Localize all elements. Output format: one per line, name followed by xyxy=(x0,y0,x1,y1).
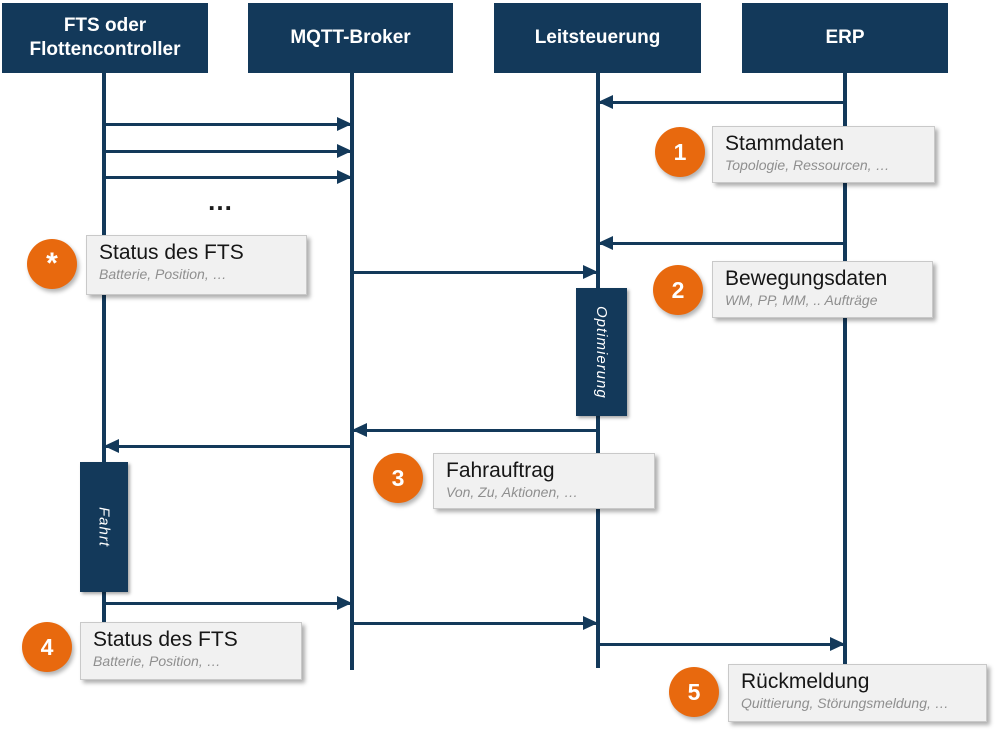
badge-asterisk: * xyxy=(27,239,77,289)
lifeline-fts xyxy=(102,73,106,650)
note-subtitle: Topologie, Ressourcen, … xyxy=(725,157,890,174)
badge-label: 1 xyxy=(673,138,687,165)
badge-label: 4 xyxy=(40,633,54,660)
note-stammdaten: Stammdaten Topologie, Ressourcen, … xyxy=(712,126,935,183)
activation-fahrt: Fahrt xyxy=(80,462,128,592)
arrow-mqtt-to-leitsteuerung-status-4 xyxy=(352,616,598,630)
note-title: Bewegungsdaten xyxy=(725,267,888,290)
activation-optimierung: Optimierung xyxy=(576,288,627,416)
activation-label: Fahrt xyxy=(95,506,113,547)
arrow-fts-to-mqtt-status-1 xyxy=(104,117,352,131)
arrow-leitsteuerung-to-erp-rueckmeldung xyxy=(598,637,845,651)
actor-label: Leitsteuerung xyxy=(534,27,661,49)
actor-label: FTS oder Flottencontroller xyxy=(29,15,181,60)
actor-mqtt-broker: MQTT-Broker xyxy=(248,3,453,73)
arrow-mqtt-to-leitsteuerung-status xyxy=(352,265,598,279)
badge-label: 2 xyxy=(671,276,685,303)
badge-1: 1 xyxy=(655,127,705,177)
arrow-erp-to-leitsteuerung-stammdaten xyxy=(598,95,845,109)
activation-label: Optimierung xyxy=(593,305,610,399)
note-subtitle: Von, Zu, Aktionen, … xyxy=(446,484,579,501)
note-status-des-fts-repeat: Status des FTS Batterie, Position, … xyxy=(86,235,307,295)
note-subtitle: WM, PP, MM, .. Aufträge xyxy=(725,292,878,309)
actor-label: MQTT-Broker xyxy=(290,27,411,49)
lifeline-mqtt-broker xyxy=(350,73,354,670)
arrow-fts-to-mqtt-status-4 xyxy=(104,596,352,610)
actor-label: ERP xyxy=(825,27,865,49)
lifeline-erp xyxy=(843,73,847,700)
badge-label: * xyxy=(46,247,58,280)
badge-4: 4 xyxy=(22,622,72,672)
arrow-fts-to-mqtt-status-3 xyxy=(104,170,352,184)
badge-3: 3 xyxy=(373,453,423,503)
note-subtitle: Batterie, Position, … xyxy=(93,653,221,670)
actor-erp: ERP xyxy=(742,3,948,73)
note-subtitle: Quittierung, Störungsmeldung, … xyxy=(741,695,949,712)
badge-5: 5 xyxy=(669,667,719,717)
arrow-leitsteuerung-to-mqtt-fahrauftrag xyxy=(352,423,598,437)
note-subtitle: Batterie, Position, … xyxy=(99,266,227,283)
note-rueckmeldung: Rückmeldung Quittierung, Störungsmeldung… xyxy=(728,664,987,722)
actor-fts-flottencontroller: FTS oder Flottencontroller xyxy=(2,3,208,73)
badge-label: 5 xyxy=(687,678,701,705)
note-fahrauftrag: Fahrauftrag Von, Zu, Aktionen, … xyxy=(433,453,655,509)
note-bewegungsdaten: Bewegungsdaten WM, PP, MM, .. Aufträge xyxy=(712,261,933,318)
note-title: Fahrauftrag xyxy=(446,459,555,482)
note-title: Status des FTS xyxy=(93,628,238,651)
repetition-ellipsis: … xyxy=(207,186,235,216)
note-title: Status des FTS xyxy=(99,241,244,264)
badge-label: 3 xyxy=(391,464,405,491)
note-title: Rückmeldung xyxy=(741,670,870,693)
actor-leitsteuerung: Leitsteuerung xyxy=(494,3,701,73)
badge-2: 2 xyxy=(653,265,703,315)
note-status-des-fts-4: Status des FTS Batterie, Position, … xyxy=(80,622,302,680)
note-title: Stammdaten xyxy=(725,132,845,155)
arrow-erp-to-leitsteuerung-bewegungsdaten xyxy=(598,236,845,250)
arrow-mqtt-to-fts-fahrauftrag xyxy=(104,439,352,453)
arrow-fts-to-mqtt-status-2 xyxy=(104,144,352,158)
